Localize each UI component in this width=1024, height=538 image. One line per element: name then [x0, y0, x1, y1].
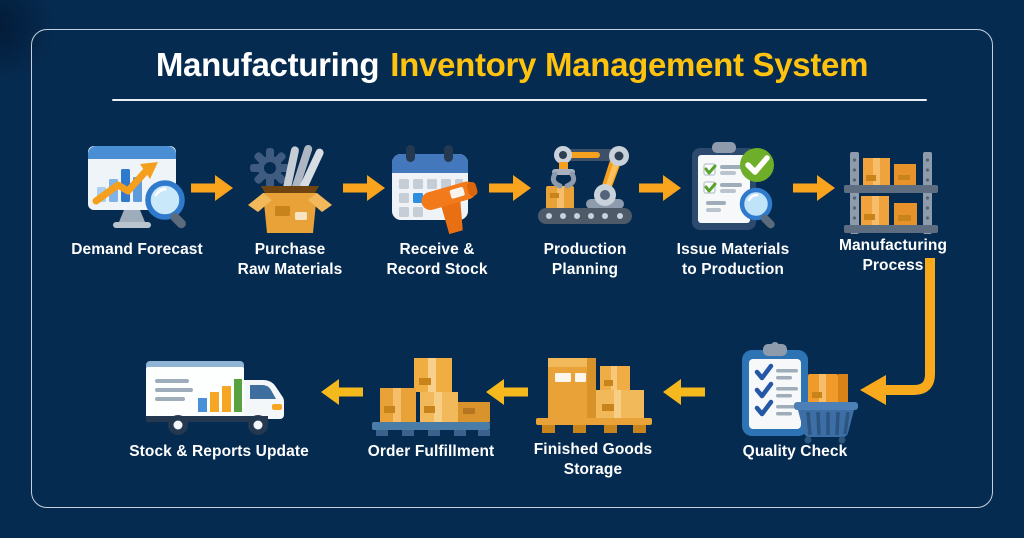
title-divider [112, 99, 927, 102]
flow-arrow-right-icon [489, 174, 531, 207]
demand-forecast-icon [82, 140, 194, 238]
flow-arrow-left-icon [663, 378, 705, 411]
page-title: Manufacturing Inventory Management System [0, 46, 1024, 84]
production-planning-icon [530, 142, 642, 238]
step-label: Manufacturing Process [838, 237, 948, 274]
flow-arrow-right-icon [639, 174, 681, 207]
manufacturing-process-icon [836, 142, 946, 238]
stock-reports-update-icon [140, 346, 300, 438]
flow-arrow-right-icon [793, 174, 835, 207]
step-label: Stock & Reports Update [129, 443, 309, 460]
flow-arrow-right-icon [343, 174, 385, 207]
title-highlight: Inventory Management System [390, 46, 869, 83]
step-label: Quality Check [742, 443, 848, 460]
issue-materials-icon [678, 140, 790, 238]
step-label: Issue Materials to Production [676, 241, 790, 278]
step-label: Order Fulfillment [367, 443, 495, 460]
flow-arrow-left-icon [321, 378, 363, 411]
step-label: Receive & Record Stock [386, 241, 488, 278]
title-prefix: Manufacturing [155, 46, 380, 83]
step-label: Production Planning [543, 241, 627, 278]
step-label: Demand Forecast [71, 241, 203, 258]
flow-connector-down-icon [852, 252, 962, 417]
diagram-card [31, 29, 993, 508]
flow-arrow-left-icon [486, 378, 528, 411]
order-fulfillment-icon [366, 344, 498, 436]
flow-arrow-right-icon [191, 174, 233, 207]
purchase-raw-materials-icon [235, 142, 345, 238]
step-label: Finished Goods Storage [533, 441, 653, 478]
finished-goods-storage-icon [528, 344, 660, 436]
receive-record-stock-icon [382, 140, 494, 240]
step-label: Purchase Raw Materials [237, 241, 343, 278]
quality-check-icon [730, 342, 862, 444]
